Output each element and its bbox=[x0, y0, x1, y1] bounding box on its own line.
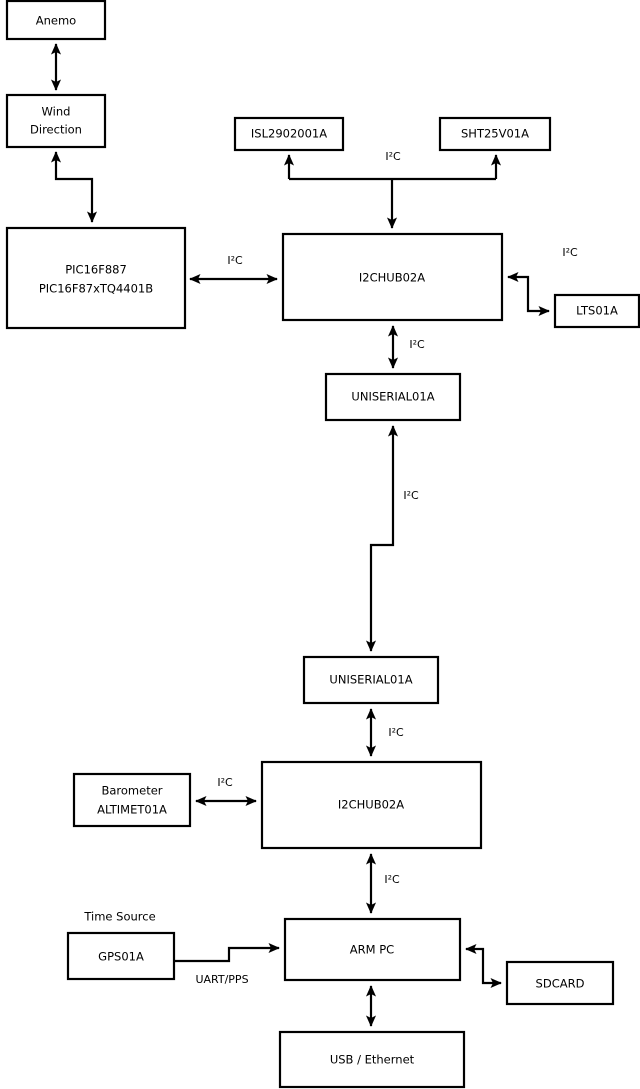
node-box[interactable] bbox=[260, 760, 483, 850]
edge-label-uart-pps: UART/PPS bbox=[195, 973, 248, 986]
node-i2chub02a-top[interactable]: I2CHUB02A bbox=[281, 232, 504, 322]
node-box[interactable] bbox=[553, 293, 640, 329]
node-label-line1: Wind bbox=[42, 105, 71, 119]
node-box[interactable] bbox=[283, 917, 462, 982]
node-usb-ethernet[interactable]: USB / Ethernet bbox=[278, 1030, 466, 1089]
node-sdcard[interactable]: SDCARD bbox=[505, 960, 615, 1006]
node-box[interactable] bbox=[66, 931, 176, 981]
node-barometer-altimet01a[interactable]: Barometer ALTIMET01A bbox=[72, 772, 192, 828]
node-label: SHT25V01A bbox=[461, 127, 529, 141]
node-label: LTS01A bbox=[576, 304, 618, 318]
edge-label-i2c-hub-uniserial: I²C bbox=[409, 338, 425, 351]
node-label-line1: Barometer bbox=[101, 784, 162, 798]
node-box[interactable] bbox=[281, 232, 504, 322]
node-gps01a[interactable]: GPS01A bbox=[66, 931, 176, 981]
node-wind-direction[interactable]: Wind Direction bbox=[5, 93, 107, 149]
node-label-line2: Direction bbox=[30, 123, 82, 137]
edge-gps-armpc bbox=[174, 942, 280, 963]
edge-path bbox=[50, 151, 98, 223]
edge-path bbox=[174, 942, 280, 963]
edge-i2chub-top-lts bbox=[507, 271, 550, 317]
edge-path bbox=[507, 271, 550, 317]
node-box[interactable] bbox=[5, 226, 187, 330]
node-label: USB / Ethernet bbox=[330, 1053, 415, 1067]
edge-label-i2c-uniserial-hub: I²C bbox=[388, 726, 404, 739]
node-uniserial01a-top[interactable]: UNISERIAL01A bbox=[324, 372, 462, 422]
node-box[interactable] bbox=[5, 93, 107, 149]
edge-label-i2c-hub-armpc: I²C bbox=[384, 873, 400, 886]
edge-wind-direction-pic bbox=[50, 151, 98, 223]
edge-label-i2c-uniserial-link: I²C bbox=[403, 489, 419, 502]
edge-path bbox=[365, 425, 399, 652]
node-box[interactable] bbox=[505, 960, 615, 1006]
edge-label-i2c-pic-hub: I²C bbox=[227, 254, 243, 267]
label-time-source: Time Source bbox=[83, 910, 155, 924]
node-box[interactable] bbox=[324, 372, 462, 422]
node-label: UNISERIAL01A bbox=[351, 390, 434, 404]
node-box[interactable] bbox=[278, 1030, 466, 1089]
edge-i2chub-top-sensors bbox=[283, 154, 502, 229]
edge-label-i2c-baro-hub: I²C bbox=[217, 776, 233, 789]
node-i2chub02a-bottom[interactable]: I2CHUB02A bbox=[260, 760, 483, 850]
node-box[interactable] bbox=[438, 116, 552, 152]
node-label: I2CHUB02A bbox=[359, 271, 425, 285]
node-uniserial01a-bottom[interactable]: UNISERIAL01A bbox=[302, 655, 440, 705]
node-label: SDCARD bbox=[536, 977, 585, 991]
node-box[interactable] bbox=[72, 772, 192, 828]
node-arm-pc[interactable]: ARM PC bbox=[283, 917, 462, 982]
node-box[interactable] bbox=[233, 116, 345, 152]
node-sht25v01a[interactable]: SHT25V01A bbox=[438, 116, 552, 152]
node-box[interactable] bbox=[302, 655, 440, 705]
node-label: ARM PC bbox=[350, 943, 394, 957]
node-label: Anemo bbox=[36, 14, 76, 28]
edge-label-i2c-hub-lts: I²C bbox=[562, 246, 578, 259]
node-box[interactable] bbox=[5, 0, 107, 41]
node-pic16f887[interactable]: PIC16F887 PIC16F87xTQ4401B bbox=[5, 226, 187, 330]
node-isl2902001a[interactable]: ISL2902001A bbox=[233, 116, 345, 152]
node-lts01a[interactable]: LTS01A bbox=[553, 293, 640, 329]
edge-uniserial-top-uniserial-bottom bbox=[365, 425, 399, 652]
edge-armpc-sdcard bbox=[465, 943, 502, 989]
node-label-line2: PIC16F87xTQ4401B bbox=[39, 282, 153, 296]
edge-label-i2c-sensors: I²C bbox=[385, 150, 401, 163]
node-label: I2CHUB02A bbox=[338, 798, 404, 812]
node-anemo[interactable]: Anemo bbox=[5, 0, 107, 41]
node-label-line1: PIC16F887 bbox=[65, 263, 127, 277]
node-label: GPS01A bbox=[98, 950, 144, 964]
node-label: UNISERIAL01A bbox=[329, 673, 412, 687]
edge-path bbox=[465, 943, 502, 989]
node-label: ISL2902001A bbox=[251, 127, 327, 141]
node-label-line2: ALTIMET01A bbox=[97, 803, 167, 817]
